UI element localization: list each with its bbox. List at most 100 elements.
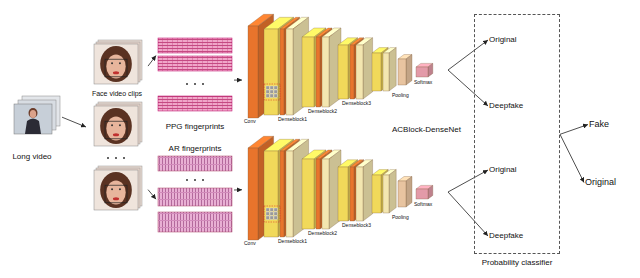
face-eye (111, 124, 113, 126)
layer-label: Denseblock1 (278, 117, 307, 123)
acblock-inset (264, 206, 280, 222)
ellipsis-dot (186, 83, 188, 85)
network-block (248, 26, 258, 118)
network-block (416, 189, 428, 199)
block-side (389, 48, 396, 91)
arrow-connector (560, 125, 588, 135)
ppg-fingerprint (158, 38, 232, 53)
node-label: PPG fingerprints (166, 122, 225, 131)
result-label: Fake (588, 118, 611, 131)
node-label: Original (489, 165, 517, 174)
block-side (381, 48, 388, 91)
face-lips (113, 133, 119, 136)
output-label: Deepfake (488, 100, 525, 112)
face-hair (100, 108, 132, 144)
classifier-box: OriginalDeepfakeOriginalDeepfakeProbabil… (474, 14, 560, 270)
face-skin (106, 116, 125, 140)
ppg-fingerprints-node: PPG fingerprints (156, 36, 234, 134)
network-block (302, 159, 314, 229)
video-node: Long video (2, 92, 62, 166)
ellipsis-dot (194, 83, 196, 85)
acblock-cell (270, 208, 274, 212)
face-eye (111, 188, 113, 190)
face-eye (119, 124, 121, 126)
block-side (389, 170, 396, 213)
network-block (264, 29, 278, 115)
face-thumbnail (94, 170, 138, 210)
layer-label: Denseblock2 (308, 231, 337, 237)
dashed-border (474, 14, 560, 254)
block-side (363, 160, 373, 221)
ar-fingerprint (158, 156, 232, 171)
acblock-cell (274, 90, 278, 94)
acblock-cell (274, 212, 278, 216)
layer-label: Denseblock3 (342, 101, 371, 107)
arrow-connector (560, 134, 584, 182)
person-hair (29, 108, 38, 118)
face-crop-box (105, 185, 127, 203)
acblock-cell (266, 94, 270, 98)
network-block (248, 148, 258, 240)
arrow-connector (448, 70, 488, 106)
face-crop-box (105, 121, 127, 139)
ar-fingerprint (158, 212, 232, 232)
person-face (30, 110, 36, 118)
block-side (406, 177, 412, 208)
network-block (264, 151, 278, 237)
node-label: Deepfake (489, 231, 523, 240)
block-side (428, 185, 433, 199)
face-lips (113, 197, 119, 200)
arrow-connector (234, 80, 242, 81)
ellipsis-dot (107, 157, 109, 159)
arrow-connector (448, 40, 488, 70)
acblock-cell (270, 212, 274, 216)
acblock-cell (274, 208, 278, 212)
layer-label: Softmax (414, 80, 432, 86)
face-thumbnail (94, 44, 138, 84)
layer-label: Denseblock3 (342, 223, 371, 229)
ppg-fingerprint (158, 96, 232, 111)
network-block (372, 175, 381, 213)
arrow-connector (234, 189, 242, 190)
output-label: Original (488, 34, 518, 46)
network-block (316, 159, 320, 229)
network-block (322, 159, 329, 229)
arrow-connector (148, 190, 156, 200)
block-side (363, 38, 373, 99)
node-label: Deepfake (489, 101, 523, 110)
node-label: AR fingerprints (169, 144, 222, 153)
ellipsis-dot (115, 157, 117, 159)
face-clips-node: Face video clips (86, 40, 148, 214)
layer-label: Denseblock2 (308, 109, 337, 115)
layer-label: Conv (244, 241, 256, 247)
node-label: Probability classifier (482, 258, 553, 267)
video-frame (14, 104, 52, 134)
arrow-connector (148, 56, 156, 67)
acblock-cell (274, 86, 278, 90)
network-block (316, 37, 320, 107)
output-label: Deepfake (488, 230, 525, 242)
network-block (398, 181, 406, 207)
result-label: Original (584, 176, 618, 189)
node-label: Fake (589, 119, 609, 129)
face-skin (106, 180, 125, 204)
block-side (381, 170, 388, 213)
node-label: Original (489, 35, 517, 44)
block-side (428, 63, 433, 77)
face-skin (106, 54, 125, 78)
acblock-cell (270, 86, 274, 90)
layer-label: Pooling (392, 215, 409, 221)
face-crop-box (105, 59, 127, 77)
network-name: ACBlock-DenseNet (392, 125, 461, 134)
block-side (354, 160, 364, 221)
acblock-inset (264, 84, 280, 100)
acblock-cell (266, 208, 270, 212)
network-block (416, 67, 428, 77)
arrow-connector (448, 192, 488, 236)
layer-label: Conv (244, 119, 256, 125)
network-block (338, 167, 348, 221)
network-block (383, 175, 389, 213)
network-block (398, 59, 406, 85)
